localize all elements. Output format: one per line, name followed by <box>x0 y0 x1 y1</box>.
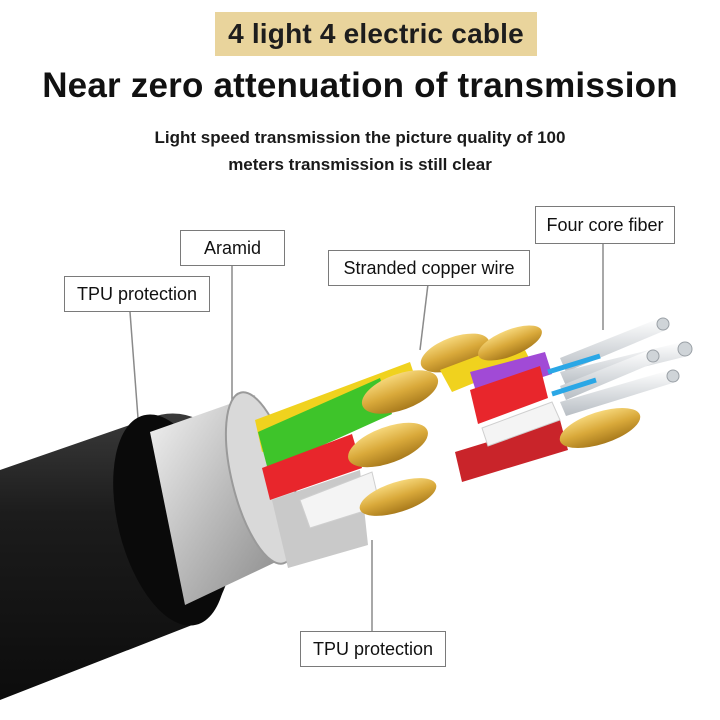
title-badge: 4 light 4 electric cable <box>215 12 537 56</box>
callout-stranded-copper-wire: Stranded copper wire <box>328 250 530 286</box>
leader-lines <box>129 242 604 632</box>
callout-tpu-protection-inner: TPU protection <box>300 631 446 667</box>
headline: Near zero attenuation of transmission <box>42 66 678 105</box>
callout-tpu-protection-outer: TPU protection <box>64 276 210 312</box>
subheadline-line-2: meters transmission is still clear <box>228 155 492 174</box>
callout-aramid: Aramid <box>180 230 285 266</box>
four-core-fiber-bundle <box>547 317 693 416</box>
subheadline-line-1: Light speed transmission the picture qua… <box>154 128 566 147</box>
callout-four-core-fiber: Four core fiber <box>535 206 675 244</box>
subheadline: Light speed transmission the picture qua… <box>0 124 720 178</box>
copper-wire-bundle <box>255 325 641 529</box>
